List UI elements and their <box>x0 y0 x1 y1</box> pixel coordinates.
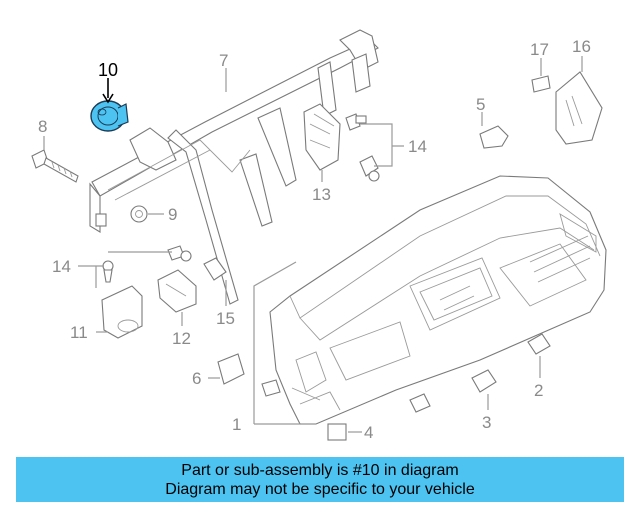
part-9-nut <box>130 205 148 223</box>
callout-13: 13 <box>312 185 331 204</box>
part-2-clip <box>527 333 551 355</box>
banner-line-1: Part or sub-assembly is #10 in diagram <box>181 461 459 479</box>
part-8-bolt <box>31 149 79 183</box>
part-6-clip <box>217 353 245 385</box>
part-10-highlighted <box>90 100 129 132</box>
callout-6: 6 <box>192 369 201 388</box>
part-3-clip <box>471 369 497 393</box>
leader-lines <box>43 56 583 433</box>
callout-9: 9 <box>168 205 177 224</box>
banner-line-2: Diagram may not be specific to your vehi… <box>165 480 475 498</box>
callout-11: 11 <box>70 323 88 342</box>
callout-12: 12 <box>172 329 191 348</box>
callout-2: 2 <box>534 381 543 400</box>
part-14-upper-fasteners <box>345 113 380 182</box>
callout-7: 7 <box>219 51 228 70</box>
callout-labels: 10 7 8 9 13 14 5 17 16 14 11 12 15 6 1 2… <box>38 37 591 442</box>
part-1-group-bracket <box>253 261 297 424</box>
parts-diagram: 10 7 8 9 13 14 5 17 16 14 11 12 15 6 1 2… <box>31 29 607 442</box>
callout-15: 15 <box>216 309 235 328</box>
callout-14-lower: 14 <box>52 257 71 276</box>
callout-16: 16 <box>572 37 591 56</box>
part-14-lower-fasteners <box>102 245 192 283</box>
callout-4: 4 <box>364 423 373 442</box>
part-5-clip <box>479 125 509 149</box>
part-1-instrument-panel <box>269 175 607 425</box>
steering-support-beam <box>89 29 379 305</box>
part-17-block <box>531 75 551 93</box>
small-clips <box>261 379 431 413</box>
part-15-clip <box>203 257 227 281</box>
part-12-bracket <box>157 269 197 313</box>
callout-8: 8 <box>38 117 47 136</box>
callout-1: 1 <box>232 415 241 434</box>
info-banner: Part or sub-assembly is #10 in diagram D… <box>16 457 624 502</box>
part-16-panel <box>555 71 603 145</box>
callout-3: 3 <box>482 413 491 432</box>
callout-10: 10 <box>98 60 118 80</box>
callout-5: 5 <box>476 95 485 114</box>
part-13-bracket <box>303 103 341 171</box>
callout-17: 17 <box>530 40 549 59</box>
callout-14-upper: 14 <box>408 137 427 156</box>
part-11-bracket <box>101 285 143 339</box>
part-4-clip <box>327 423 347 441</box>
